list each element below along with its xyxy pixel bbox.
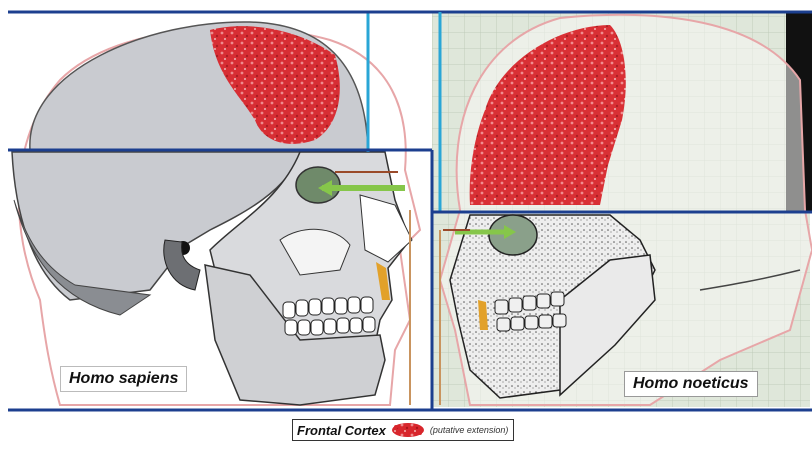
legend: Frontal Cortex (putative extension) bbox=[292, 419, 514, 441]
right-eye-socket bbox=[489, 215, 537, 255]
homo-noeticus-label: Homo noeticus bbox=[624, 371, 758, 397]
left-panel bbox=[12, 12, 420, 405]
legend-note: (putative extension) bbox=[430, 425, 509, 435]
left-ear bbox=[164, 240, 200, 290]
homo-sapiens-label: Homo sapiens bbox=[60, 366, 187, 392]
left-nasal bbox=[360, 195, 412, 262]
right-panel bbox=[432, 12, 812, 407]
cortex-swatch-icon bbox=[390, 422, 426, 438]
legend-title: Frontal Cortex bbox=[297, 423, 386, 438]
